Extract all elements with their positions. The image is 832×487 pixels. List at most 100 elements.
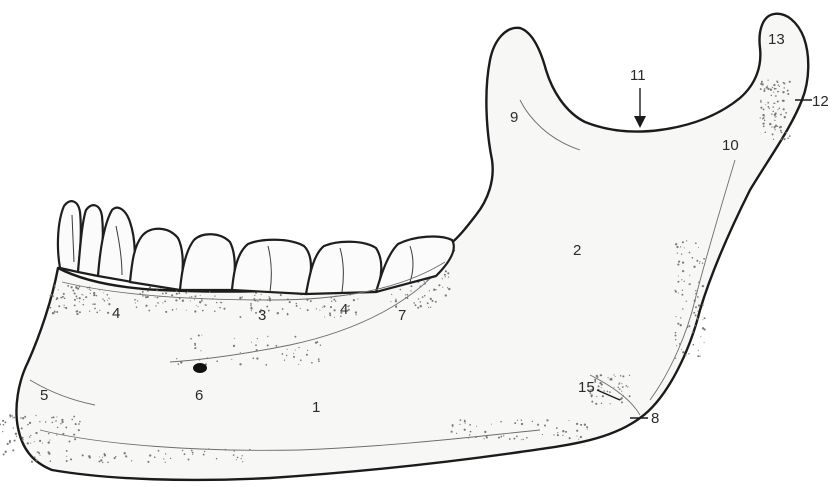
stipple-dot <box>58 289 59 290</box>
stipple-dot <box>413 302 415 304</box>
stipple-dot <box>15 433 17 435</box>
stipple-dot <box>267 344 269 346</box>
stipple-dot <box>774 126 775 127</box>
stipple-dot <box>98 461 100 463</box>
stipple-dot <box>54 312 55 313</box>
stipple-dot <box>257 338 258 339</box>
stipple-dot <box>613 374 614 375</box>
stipple-dot <box>93 294 95 296</box>
stipple-dot <box>71 419 73 421</box>
stipple-dot <box>357 299 358 300</box>
stipple-dot <box>599 382 601 384</box>
label-2: 2 <box>573 242 581 259</box>
stipple-dot <box>602 395 604 397</box>
stipple-dot <box>771 113 772 114</box>
stipple-dot <box>147 461 149 463</box>
stipple-dot <box>771 95 772 96</box>
stipple-dot <box>89 310 90 311</box>
stipple-dot <box>239 363 241 365</box>
stipple-dot <box>307 309 309 311</box>
stipple-dot <box>171 294 173 296</box>
stipple-dot <box>704 342 705 343</box>
stipple-dot <box>476 426 477 427</box>
stipple-dot <box>774 88 776 90</box>
stipple-dot <box>601 387 602 388</box>
stipple-dot <box>319 310 320 311</box>
stipple-dot <box>514 422 516 424</box>
stipple-dot <box>135 302 136 303</box>
stipple-dot <box>102 298 103 299</box>
stipple-dot <box>50 460 52 462</box>
label-8: 8 <box>651 410 659 427</box>
stipple-dot <box>763 117 765 119</box>
stipple-dot <box>79 311 81 313</box>
stipple-dot <box>192 452 194 454</box>
stipple-dot <box>74 292 76 294</box>
stipple-dot <box>14 440 16 442</box>
stipple-dot <box>448 277 449 278</box>
stipple-dot <box>395 299 396 300</box>
stipple-dot <box>702 263 703 264</box>
stipple-dot <box>435 301 437 303</box>
stipple-dot <box>20 417 22 419</box>
stipple-dot <box>93 292 95 294</box>
stipple-dot <box>79 286 81 288</box>
stipple-dot <box>48 433 50 435</box>
stipple-dot <box>776 116 777 117</box>
stipple-dot <box>500 436 502 438</box>
stipple-dot <box>12 417 13 418</box>
stipple-dot <box>569 437 571 439</box>
stipple-dot <box>469 424 471 426</box>
stipple-dot <box>252 357 254 359</box>
stipple-dot <box>558 435 559 436</box>
stipple-dot <box>233 345 235 347</box>
stipple-dot <box>155 297 156 298</box>
stipple-dot <box>323 305 325 307</box>
stipple-dot <box>699 356 700 357</box>
stipple-dot <box>765 131 767 133</box>
stipple-dot <box>287 313 289 315</box>
stipple-dot <box>568 420 569 421</box>
stipple-dot <box>106 294 108 296</box>
stipple-dot <box>176 293 178 295</box>
stipple-dot <box>680 324 682 326</box>
stipple-dot <box>576 430 578 432</box>
stipple-dot <box>677 281 679 283</box>
stipple-dot <box>103 292 104 293</box>
stipple-dot <box>688 325 690 327</box>
stipple-dot <box>214 310 216 312</box>
stipple-dot <box>429 290 430 291</box>
stipple-dot <box>75 286 77 288</box>
stipple-dot <box>147 290 148 291</box>
stipple-dot <box>182 450 183 451</box>
stipple-dot <box>200 350 201 351</box>
stipple-dot <box>760 100 761 101</box>
stipple-dot <box>694 300 696 302</box>
stipple-dot <box>57 427 59 429</box>
stipple-dot <box>64 307 65 308</box>
stipple-dot <box>677 323 679 325</box>
stipple-dot <box>704 317 706 319</box>
stipple-dot <box>407 294 409 296</box>
stipple-dot <box>49 295 51 297</box>
stipple-dot <box>330 306 332 308</box>
stipple-dot <box>503 435 504 436</box>
stipple-dot <box>526 437 528 439</box>
stipple-dot <box>199 301 201 303</box>
stipple-dot <box>82 294 83 295</box>
stipple-dot <box>607 391 609 393</box>
stipple-dot <box>444 274 446 276</box>
stipple-dot <box>176 291 178 293</box>
stipple-dot <box>771 126 772 127</box>
stipple-dot <box>695 290 696 291</box>
stipple-dot <box>149 287 151 289</box>
stipple-dot <box>287 349 288 350</box>
stipple-dot <box>775 129 776 130</box>
stipple-dot <box>320 345 321 346</box>
stipple-dot <box>56 434 57 435</box>
stipple-dot <box>27 442 29 444</box>
stipple-dot <box>170 458 171 459</box>
stipple-dot <box>182 300 184 302</box>
stipple-dot <box>54 310 56 312</box>
stipple-dot <box>96 312 98 314</box>
